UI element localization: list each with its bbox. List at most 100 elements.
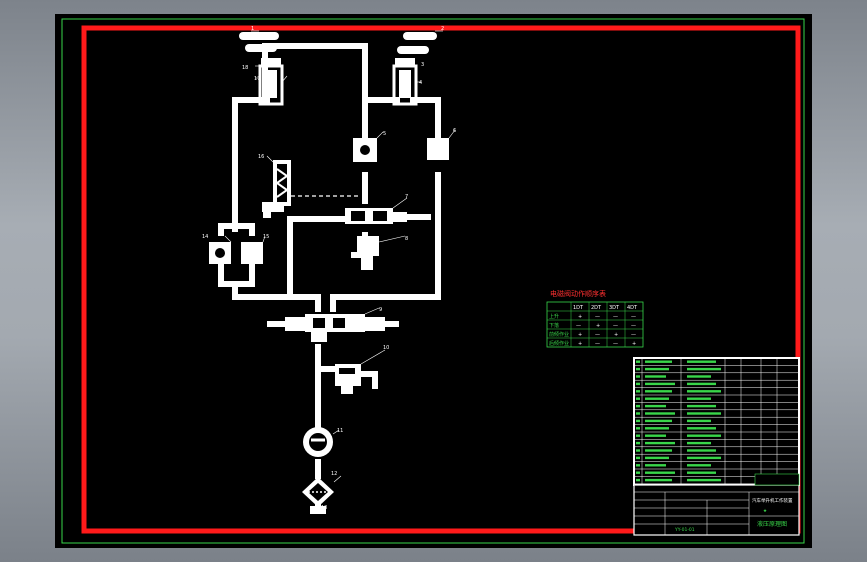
label-5: 5 [383, 131, 386, 137]
parts-list-entry [645, 390, 672, 393]
parts-list-entry [687, 397, 711, 400]
parts-list-entry [636, 478, 640, 482]
seq-row-label-4: 后倾作业 [549, 340, 569, 347]
parts-list-entry [687, 382, 716, 386]
label-6: 6 [453, 128, 456, 134]
parts-list-entry [687, 367, 721, 371]
parts-list-entry [636, 441, 640, 445]
parts-list-entry [636, 427, 640, 430]
leader-lines [224, 30, 456, 509]
parts-list-entry [645, 397, 669, 400]
label-4: 4 [419, 80, 422, 86]
parts-list-entry [687, 360, 716, 363]
parts-list-entry [645, 412, 675, 415]
seq-cell: + [614, 332, 618, 338]
parts-list-entry [645, 382, 675, 386]
parts-list-entry [636, 367, 640, 371]
seq-cell: — [595, 314, 600, 320]
tank-13 [310, 506, 326, 514]
parts-list-entry [687, 427, 716, 430]
label-9: 9 [379, 307, 382, 313]
seq-row-label-1: 上升 [549, 313, 559, 320]
seq-cell: + [596, 323, 600, 329]
label-17: 17 [254, 76, 260, 82]
seq-cell: + [632, 341, 636, 347]
parts-list-entry [636, 360, 640, 363]
sequence-table: 1DT 2DT 3DT 4DT 上升 + — — — 下落 — + — — 前倾… [546, 301, 644, 348]
inner-red-frame [81, 25, 801, 534]
parts-list-entry [687, 412, 721, 415]
check-valve-6 [427, 138, 449, 160]
parts-list-entry [645, 464, 666, 467]
seq-row-label-2: 下落 [549, 322, 559, 329]
relief-valve-10 [335, 364, 361, 394]
parts-list-entry [687, 419, 711, 423]
seq-cell: — [631, 323, 636, 329]
seq-header-4: 4DT [627, 305, 638, 311]
project-name: 汽车举升机工作装置 [752, 497, 793, 504]
parts-list-entry [645, 449, 672, 452]
seq-cell: — [631, 332, 636, 338]
parts-list-entry [636, 382, 640, 386]
project-subtitle: ★ [763, 508, 767, 514]
seq-cell: — [595, 341, 600, 347]
seq-cell: — [576, 323, 581, 329]
parts-list-entry [636, 375, 640, 378]
label-12: 12 [331, 471, 337, 477]
seq-cell: — [595, 332, 600, 338]
parts-list-entry [636, 471, 640, 474]
drawing-sheet: 1 2 3 4 5 6 7 8 9 10 11 12 13 14 15 16 1… [55, 14, 812, 548]
filter-12 [302, 477, 334, 507]
parts-list-entry [636, 464, 640, 467]
parts-list-entry [687, 478, 721, 482]
parts-list-entry [645, 375, 666, 378]
parts-list-entry [645, 419, 672, 423]
parts-list-entry [687, 471, 716, 474]
seq-cell: — [613, 341, 618, 347]
label-11: 11 [337, 428, 343, 434]
parts-list [633, 357, 800, 492]
label-2: 2 [441, 26, 444, 32]
parts-list-entry [687, 456, 721, 460]
pressure-valve-16 [262, 160, 291, 218]
label-10: 10 [383, 345, 389, 351]
label-8: 8 [405, 236, 408, 242]
parts-list-entry [645, 456, 669, 460]
parts-list-entry [645, 471, 675, 474]
label-14: 14 [202, 234, 208, 240]
valve-8 [351, 236, 379, 270]
parts-list-entry [645, 441, 675, 445]
outer-frame [61, 18, 805, 544]
valve-14 [209, 242, 231, 264]
seq-cell: — [613, 323, 618, 329]
parts-list-entry [687, 404, 716, 408]
seq-cell: + [578, 314, 582, 320]
parts-list-entry [636, 404, 640, 408]
seq-header-1: 1DT [573, 305, 584, 311]
parts-list-entry [645, 434, 666, 437]
parts-list-entry [636, 397, 640, 400]
parts-list-entry [636, 449, 640, 452]
seq-header-2: 2DT [591, 305, 602, 311]
seq-cell: + [578, 341, 582, 347]
throttle-valve-5 [353, 138, 377, 162]
parts-list-entry [636, 456, 640, 460]
parts-list-entry [687, 434, 721, 437]
valve-15 [241, 242, 263, 264]
parts-list-entry [645, 367, 669, 371]
cylinder-left [239, 32, 284, 106]
seq-row-label-3: 前倾作业 [549, 331, 569, 338]
parts-list-entry [636, 412, 640, 415]
parts-list-entry [687, 464, 711, 467]
parts-list-entry [687, 390, 721, 393]
drawing-number: YY-01-01 [674, 527, 695, 533]
label-7: 7 [405, 194, 408, 200]
seq-cell: — [613, 314, 618, 320]
parts-list-entry [645, 404, 666, 408]
label-16: 16 [258, 154, 264, 160]
component-numbers: 1 2 3 4 5 6 7 8 9 10 11 12 13 14 15 16 1… [202, 26, 456, 511]
parts-list-entry [636, 390, 640, 393]
seq-cell: + [578, 332, 582, 338]
pipelines [218, 43, 441, 511]
parts-list-entry [636, 434, 640, 437]
